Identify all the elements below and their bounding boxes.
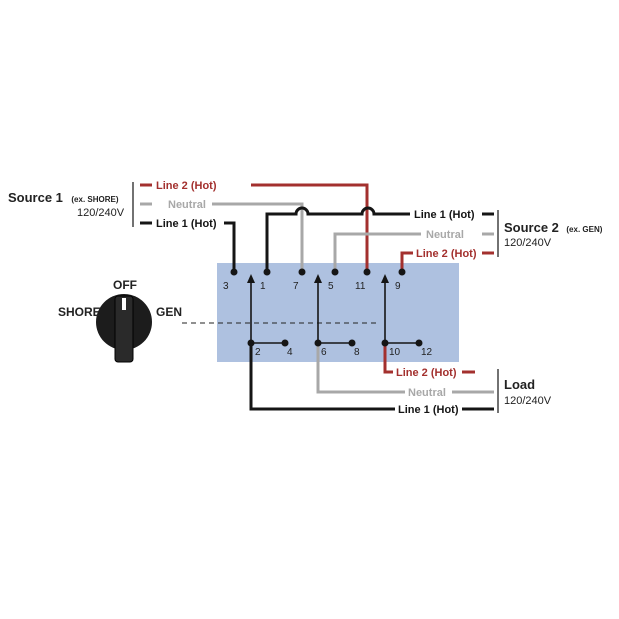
contact-arrow-1 xyxy=(247,274,255,283)
source1-neutral-label: Neutral xyxy=(168,199,206,211)
terminal-dot-12 xyxy=(415,339,423,347)
terminal-dot-11 xyxy=(363,268,371,276)
terminal-dot-3 xyxy=(230,268,238,276)
terminal-dot-6 xyxy=(314,339,322,347)
source2-line1-wire xyxy=(265,206,410,272)
source1-line2-wire xyxy=(251,183,369,272)
terminal-label-10: 10 xyxy=(389,347,401,358)
source2-voltage: 120/240V xyxy=(504,237,552,249)
terminal-dot-4 xyxy=(281,339,289,347)
terminal-dots xyxy=(230,268,423,347)
load-neutral-wire xyxy=(316,343,405,394)
knob-handle xyxy=(114,295,134,363)
load-line2-wire xyxy=(383,343,393,374)
terminal-label-4: 4 xyxy=(287,347,293,358)
selector-gen-label: GEN xyxy=(156,305,182,319)
terminal-label-3: 3 xyxy=(223,281,229,292)
load-neutral-label: Neutral xyxy=(408,387,446,399)
load-line1-label: Line 1 (Hot) xyxy=(398,404,459,416)
source2-line2-wire xyxy=(400,251,413,272)
load-title: Load xyxy=(504,377,535,392)
source1-line1-wire xyxy=(224,221,236,272)
terminal-label-11: 11 xyxy=(355,281,366,292)
terminal-dot-9 xyxy=(398,268,406,276)
source1-neutral-wire xyxy=(212,202,304,272)
load-voltage: 120/240V xyxy=(504,395,552,407)
terminal-label-9: 9 xyxy=(395,281,401,292)
terminal-label-8: 8 xyxy=(354,347,360,358)
selector-shore-label: SHORE xyxy=(58,305,101,319)
terminal-label-1: 1 xyxy=(260,281,266,292)
source1-line1-label: Line 1 (Hot) xyxy=(156,218,217,230)
knob-indicator-icon xyxy=(122,298,126,310)
terminal-dot-5 xyxy=(331,268,339,276)
selector-off-label: OFF xyxy=(113,278,137,292)
source1-title-text: Source 1 xyxy=(8,190,63,205)
terminal-dot-2 xyxy=(247,339,255,347)
terminal-label-7: 7 xyxy=(293,281,299,292)
terminal-dot-7 xyxy=(298,268,306,276)
source2-neutral-label: Neutral xyxy=(426,229,464,241)
selector-knob[interactable] xyxy=(96,294,152,363)
source1-title: Source 1 (ex. SHORE) xyxy=(8,189,119,206)
terminal-dot-10 xyxy=(381,339,389,347)
source2-title-text: Source 2 xyxy=(504,220,559,235)
source1-line2-label: Line 2 (Hot) xyxy=(156,180,217,192)
terminal-label-2: 2 xyxy=(255,347,261,358)
source2-qualifier: (ex. GEN) xyxy=(566,225,602,234)
terminal-label-5: 5 xyxy=(328,281,334,292)
source2-line2-label: Line 2 (Hot) xyxy=(416,248,477,260)
terminal-label-6: 6 xyxy=(321,347,327,358)
source2-neutral-wire xyxy=(333,232,421,272)
source1-voltage: 120/240V xyxy=(77,207,125,219)
source1-qualifier: (ex. SHORE) xyxy=(71,195,118,204)
terminal-dot-1 xyxy=(263,268,271,276)
load-line1-wire xyxy=(249,343,395,411)
terminal-dot-8 xyxy=(348,339,356,347)
terminal-label-12: 12 xyxy=(421,347,433,358)
contact-arrow-3 xyxy=(381,274,389,283)
load-line2-label: Line 2 (Hot) xyxy=(396,367,457,379)
contact-arrow-2 xyxy=(314,274,322,283)
source2-title: Source 2 (ex. GEN) xyxy=(504,219,603,236)
source2-line1-label: Line 1 (Hot) xyxy=(414,209,475,221)
